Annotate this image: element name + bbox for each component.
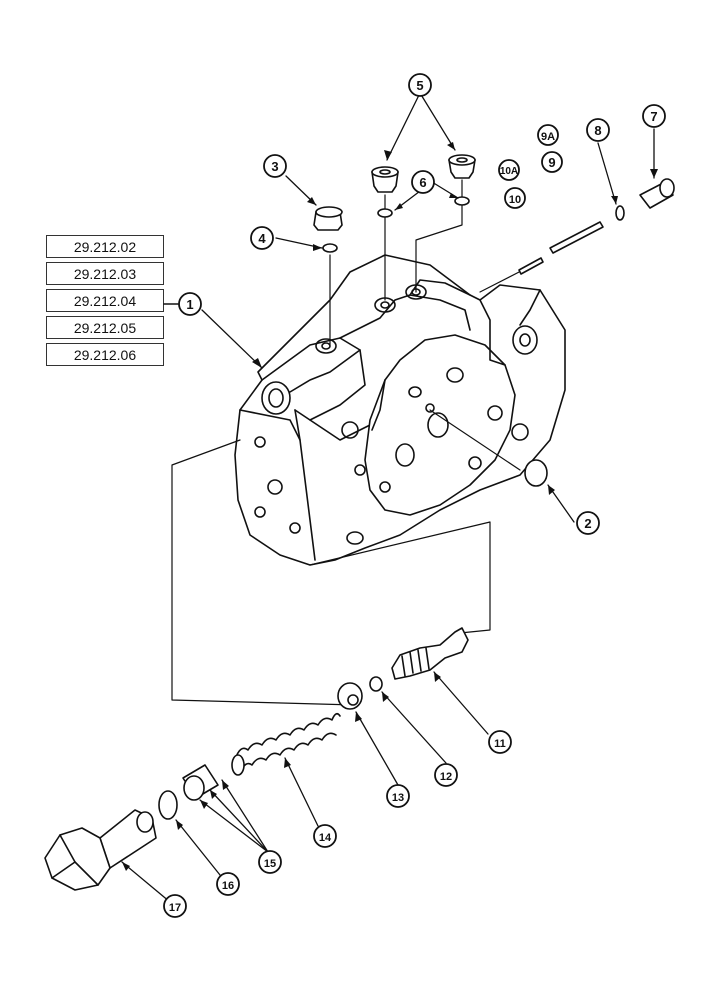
assembly-guide-lines [171, 179, 524, 706]
snap-ring-part-16 [158, 790, 178, 820]
callout-11: 11 [494, 738, 506, 750]
washer-part-13 [337, 682, 363, 710]
callout-12: 12 [440, 771, 452, 783]
reference-page-link[interactable]: 29.212.04 [46, 289, 164, 312]
valve-body-drawing [234, 254, 566, 566]
callout-13: 13 [392, 792, 404, 804]
callout-10: 10 [509, 194, 521, 206]
pin-part-10 [518, 257, 544, 275]
reference-page-link[interactable]: 29.212.02 [46, 235, 164, 258]
callout-3: 3 [271, 159, 278, 174]
o-ring-part-4 [322, 243, 338, 253]
cup-part-15 [182, 764, 219, 801]
spring-part-14 [231, 712, 341, 776]
callout-6: 6 [419, 175, 426, 190]
plug-part-5-left [371, 166, 399, 193]
callout-bubbles [163, 73, 666, 918]
callout-1: 1 [186, 297, 193, 312]
washer-part-2 [524, 459, 548, 487]
plug-part-7 [639, 178, 675, 209]
reference-page-link[interactable]: 29.212.05 [46, 316, 164, 339]
arrowheads [122, 142, 658, 871]
o-ring-part-6-right [454, 196, 470, 206]
reference-page-table: 29.212.02 29.212.03 29.212.04 29.212.05 … [46, 235, 164, 370]
pin-part-9 [549, 221, 604, 254]
o-ring-part-8 [615, 205, 625, 221]
callout-10a: 10A [500, 166, 518, 177]
reference-page-link[interactable]: 29.212.03 [46, 262, 164, 285]
callout-2: 2 [584, 516, 591, 531]
callout-4: 4 [258, 231, 266, 246]
callout-8: 8 [594, 123, 601, 138]
callout-14: 14 [319, 832, 332, 844]
plug-part-5-right [448, 154, 476, 179]
ring-part-12 [369, 676, 383, 692]
callout-9: 9 [548, 155, 555, 170]
callout-16: 16 [222, 880, 234, 892]
o-ring-part-6-left [377, 208, 393, 218]
callout-15: 15 [264, 858, 276, 870]
spool-part-11 [391, 627, 469, 680]
callout-9a: 9A [541, 131, 555, 143]
callout-17: 17 [169, 902, 181, 914]
plug-part-17 [44, 809, 157, 891]
callout-5: 5 [416, 78, 423, 93]
plug-part-3 [313, 206, 343, 231]
callout-7: 7 [650, 109, 657, 124]
reference-page-link[interactable]: 29.212.06 [46, 343, 164, 366]
